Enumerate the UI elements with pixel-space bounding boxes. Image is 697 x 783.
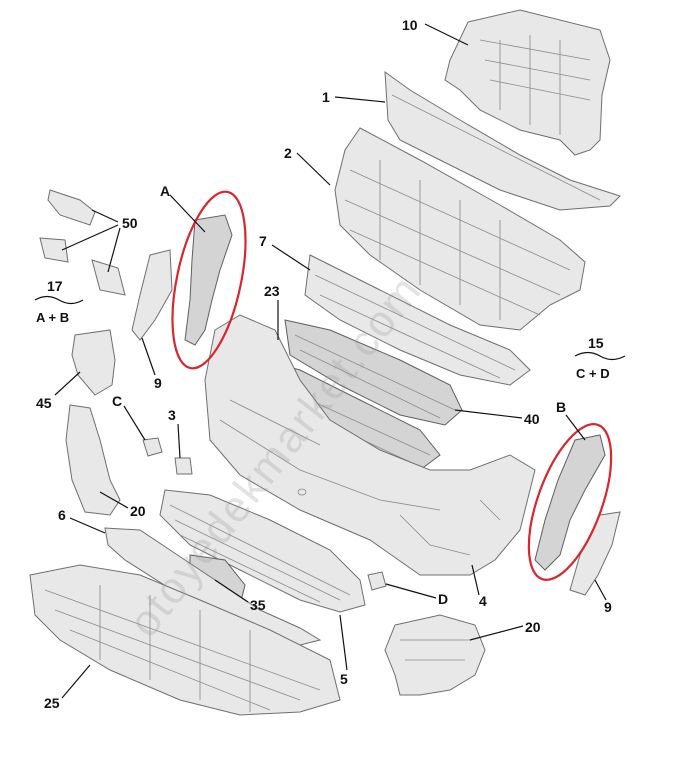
callout-35: 35 [250,597,266,613]
group-17-members: A + B [36,310,69,325]
callout-3: 3 [168,407,176,423]
group-17-number: 17 [47,278,63,294]
callout-c: C [112,393,122,409]
part-clip-d [367,571,387,591]
part-grille-frame [334,127,586,331]
part-undertray [29,564,341,716]
part-radiator-support-frame [444,9,611,156]
callout-9-left: 9 [154,375,162,391]
callout-40: 40 [524,411,540,427]
part-upper-grille-strip [384,70,621,211]
part-clip-3 [174,457,193,475]
callout-25: 25 [44,695,60,711]
highlight-ring-bracket-a [171,190,247,370]
callout-50: 50 [122,215,138,231]
callout-2: 2 [284,145,292,161]
callout-a: A [160,183,170,199]
group-15-number: 15 [588,335,604,351]
callout-20-left: 20 [130,503,146,519]
part-clip-c [142,437,163,457]
part-lower-front-grille [159,489,366,613]
highlight-ring-bracket-b [527,423,613,581]
group-labels: 17 A + B 15 C + D [36,278,610,381]
callout-labels: 10 1 2 A 50 7 23 9 45 C 3 40 B 20 6 35 D… [36,17,612,711]
callout-10: 10 [402,17,418,33]
leader-lines [54,23,607,699]
group-dividers [34,295,626,361]
part-trim-clips [39,189,126,296]
callout-1: 1 [322,89,330,105]
callout-5: 5 [340,671,348,687]
part-bracket-b [534,434,606,571]
callout-23: 23 [264,283,280,299]
callout-d: D [438,591,448,607]
part-bumper-cover [204,314,536,576]
callout-20-right: 20 [525,619,541,635]
callout-7: 7 [259,233,267,249]
part-side-bracket-left [65,404,121,516]
callout-b: B [556,399,566,415]
part-spoiler-strip [104,527,322,646]
callout-4: 4 [479,593,487,609]
part-air-duct [71,329,116,396]
group-15-members: C + D [576,366,610,381]
part-bracket-a [184,214,233,346]
part-fog-lamp-housing-right [384,614,486,696]
part-side-guide-right [569,511,621,596]
part-lower-grille [304,254,531,386]
part-impact-absorber [284,319,463,426]
callout-45: 45 [36,395,52,411]
callout-9-right: 9 [604,599,612,615]
callout-6: 6 [58,507,66,523]
part-side-guide-left [131,249,173,341]
